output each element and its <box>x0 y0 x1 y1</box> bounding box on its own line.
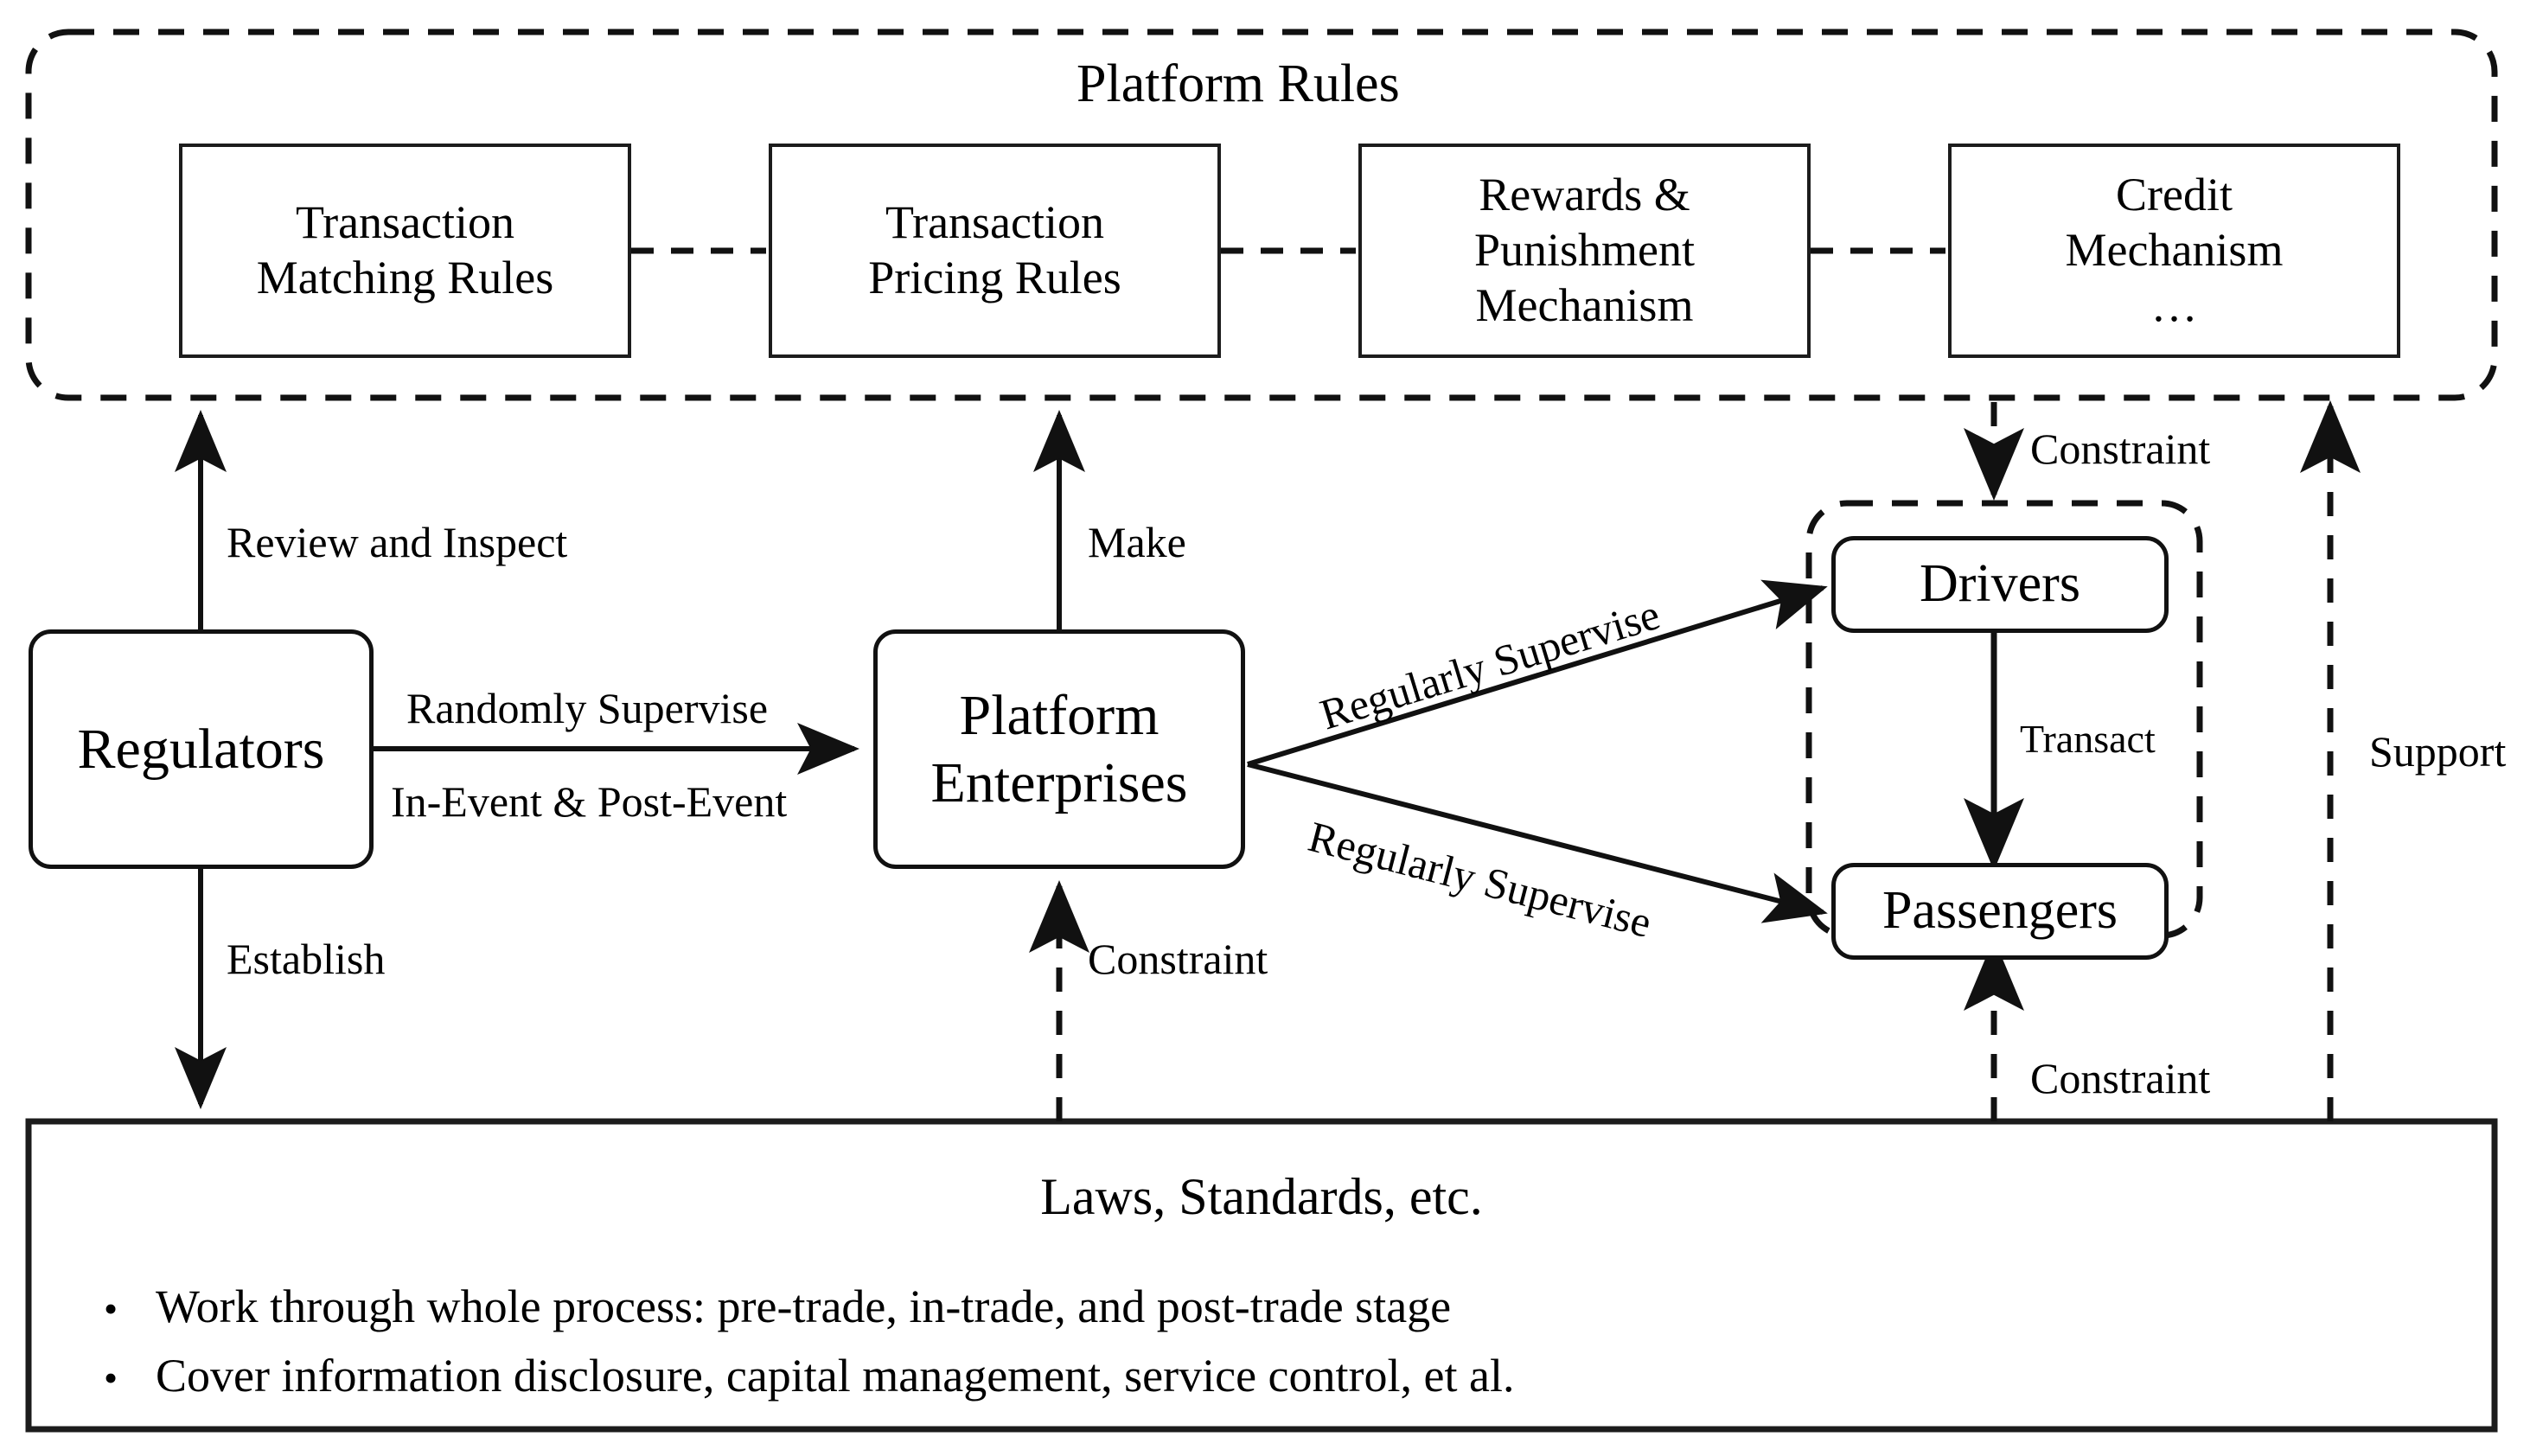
laws-box-title: Laws, Standards, etc. <box>1040 1168 1483 1225</box>
laws-box <box>25 1118 2498 1433</box>
edge-label-establish: Establish <box>227 935 386 983</box>
edge-label-randomly-supervise: Randomly Supervise <box>406 684 769 732</box>
list-item-text: Cover information disclosure, capital ma… <box>156 1350 1515 1402</box>
edge-regularly-supervise-passengers <box>1247 762 1828 923</box>
node-platform-enterprises-line1: Platform <box>959 683 1160 747</box>
node-drivers-label: Drivers <box>1920 554 2080 614</box>
platform-rules-container <box>25 29 2498 401</box>
rule-box-ellipsis: … <box>2150 278 2198 331</box>
list-item-text: Work through whole process: pre-trade, i… <box>156 1280 1452 1332</box>
laws-bullet-list: • Work through whole process: pre-trade,… <box>104 1280 2265 1418</box>
rule-box-line1: Rewards & <box>1479 169 1690 221</box>
edge-label-constraint-platform: Constraint <box>1088 935 1268 983</box>
rule-box-line2: Matching Rules <box>256 252 554 303</box>
rule-box-line1: Transaction <box>885 196 1104 249</box>
rule-box-line2: Pricing Rules <box>868 252 1121 303</box>
node-platform-enterprises-line2: Enterprises <box>930 750 1188 814</box>
rule-box-line1: Credit <box>2116 169 2233 221</box>
node-platform-enterprises[interactable]: Platform Enterprises <box>873 629 1245 869</box>
node-passengers[interactable]: Passengers <box>1831 863 2169 960</box>
platform-rules-title: Platform Rules <box>1077 54 1400 113</box>
node-drivers[interactable]: Drivers <box>1831 536 2169 633</box>
edge-label-support: Support <box>2369 727 2507 776</box>
node-regulators[interactable]: Regulators <box>29 629 374 869</box>
bullet-icon: • <box>104 1287 118 1331</box>
rule-box-line3: Mechanism <box>1475 278 1694 331</box>
node-regulators-label: Regulators <box>77 717 325 781</box>
edge-label-in-event-post-event: In-Event & Post-Event <box>391 777 788 826</box>
rule-box-line1: Transaction <box>296 196 514 249</box>
rule-box-line2: Mechanism <box>2065 224 2284 277</box>
edge-label-constraint-users-bottom: Constraint <box>2030 1054 2211 1102</box>
rule-box-line2: Punishment <box>1473 224 1696 277</box>
list-item: • Work through whole process: pre-trade,… <box>104 1280 2265 1333</box>
rule-box-rewards-punishment[interactable]: Rewards & Punishment Mechanism <box>1358 144 1811 358</box>
edge-regularly-supervise-drivers <box>1247 579 1828 767</box>
bullet-icon: • <box>104 1356 118 1400</box>
rule-box-transaction-pricing[interactable]: Transaction Pricing Rules <box>769 144 1221 358</box>
edge-label-make: Make <box>1088 518 1186 566</box>
list-item: • Cover information disclosure, capital … <box>104 1349 2265 1402</box>
rule-box-transaction-matching[interactable]: Transaction Matching Rules <box>179 144 631 358</box>
rule-box-credit-mechanism[interactable]: Credit Mechanism … <box>1948 144 2400 358</box>
edge-label-constraint-users-top: Constraint <box>2030 425 2211 473</box>
edge-label-review-and-inspect: Review and Inspect <box>227 518 568 566</box>
edge-label-transact: Transact <box>2020 717 2156 761</box>
node-passengers-label: Passengers <box>1882 881 2118 941</box>
